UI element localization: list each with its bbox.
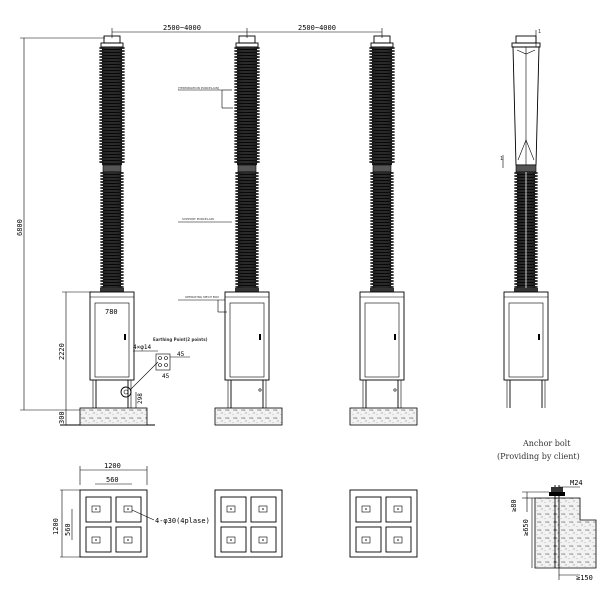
cabinet-height-label: 2220 (58, 343, 66, 360)
porcelain-insulator (99, 171, 125, 289)
plan-height-label: 1200 (52, 518, 60, 535)
total-height-dimension: 6800 (16, 37, 105, 411)
earthing-point-label: Earthing Point(2 points) (153, 337, 208, 342)
anchor-d80-label: ≥80 (510, 499, 518, 512)
anchor-d650-label: ≥650 (522, 519, 530, 536)
cabinet-height-dimension: 2220 300 (58, 291, 92, 426)
top-spacing-dimension: 2500~4000 2500~4000 (111, 24, 383, 38)
cabinet-label: OPERATING MECH BOX (185, 295, 219, 299)
hole-dim-b-label: 45 (162, 373, 170, 380)
porcelain-insulator (98, 46, 126, 165)
plan-inner-v-label: 560 (64, 523, 72, 536)
bolt-holes-label: 4×φ14 (133, 344, 151, 351)
foundation-plan-2 (214, 489, 283, 558)
cabinet-width-label: 780 (105, 308, 118, 316)
porcelain-insulator (369, 171, 395, 289)
total-height-label: 6800 (16, 219, 24, 236)
upper-unit-label: [TERMINATION PORCELAIN] (178, 86, 219, 90)
earthing-point-circle (120, 386, 132, 398)
anchor-bolt-detail: Anchor bolt (Providing by client) ≥80 ≥6… (497, 439, 597, 582)
hole-dim-a-label: 45 (177, 351, 185, 358)
porcelain-insulator (233, 46, 261, 165)
spacing-right-label: 2500~4000 (298, 24, 336, 32)
base-height-label: 300 (58, 411, 66, 424)
anchor-subtitle: (Providing by client) (497, 452, 580, 461)
plan-inner-label: 560 (106, 476, 119, 484)
plan-holes-label: 4-φ30(4plase) (155, 517, 210, 525)
svg-text:1: 1 (538, 29, 541, 35)
spacing-left-label: 2500~4000 (163, 24, 201, 32)
porcelain-insulator (368, 46, 396, 165)
svg-text:1: 1 (500, 156, 503, 162)
breaker-pole-3 (349, 35, 418, 426)
dim-298-label: 298 (137, 393, 144, 404)
foundation-plan-3 (349, 489, 418, 558)
porcelain-insulator (234, 171, 260, 289)
foundation-plan-1: 1200 560 1200 560 4-φ30(4plase) (52, 462, 210, 558)
breaker-pole-1: 780 (79, 35, 148, 426)
anchor-bolt-label: M24 (570, 479, 583, 487)
anchor-d150-label: ≥150 (576, 574, 593, 582)
earthing-detail: Earthing Point(2 points) 4×φ14 45 45 298 (129, 337, 208, 408)
breaker-pole-2: [TERMINATION PORCELAIN] SUPPORT PORCELAI… (178, 35, 283, 426)
lower-unit-label: SUPPORT PORCELAIN (182, 217, 214, 221)
breaker-side-view: 1 1 (500, 29, 549, 408)
anchor-title: Anchor bolt (522, 439, 571, 448)
plan-width-label: 1200 (104, 462, 121, 470)
